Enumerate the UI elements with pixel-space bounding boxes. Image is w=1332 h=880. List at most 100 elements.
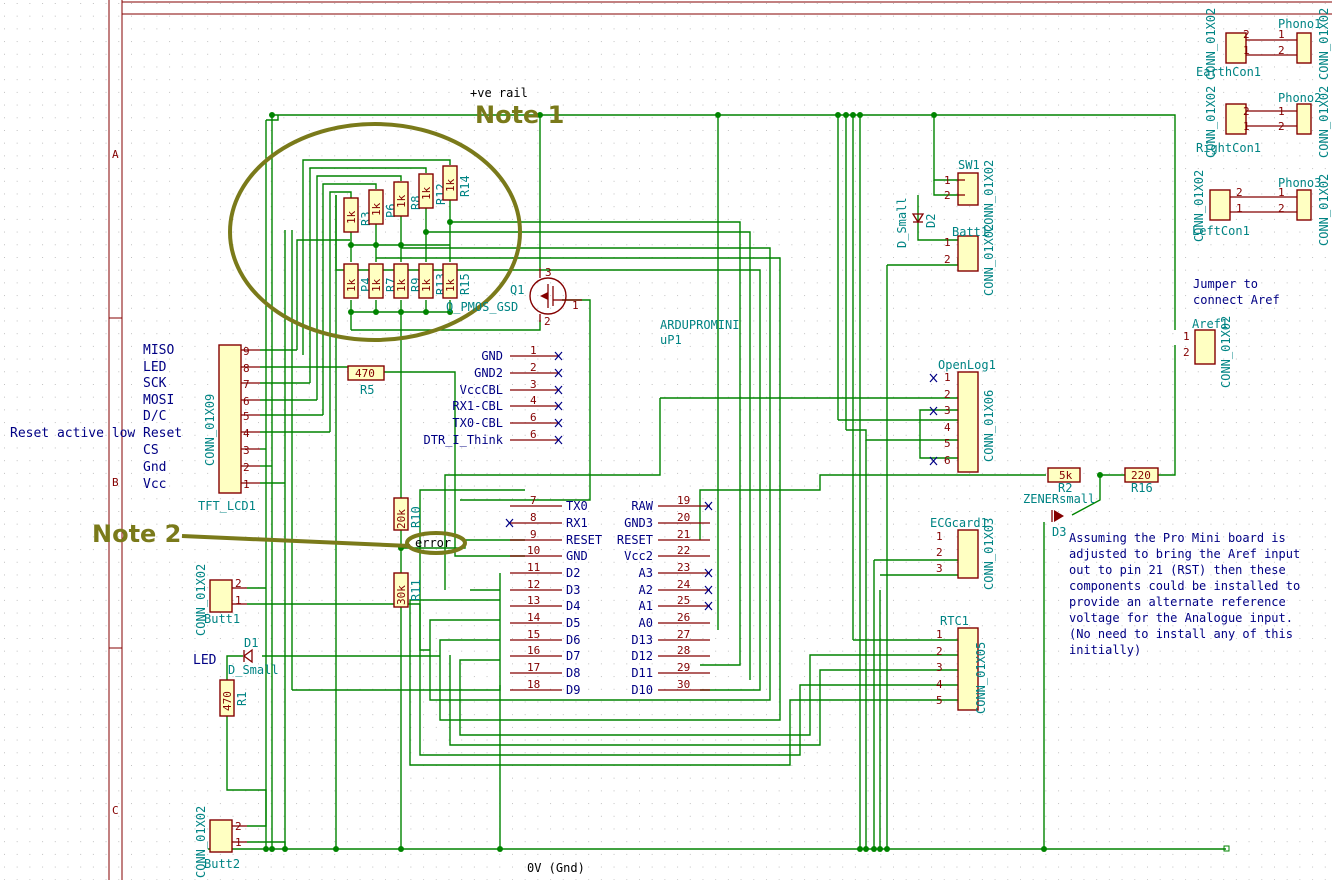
mcu-name: ARDUPROMINI (660, 318, 739, 332)
mcu-top-pins: GND GND2 VccCBL RX1-CBL TX0-CBL DTR_I_Th… (424, 344, 563, 447)
resistor-r5[interactable]: 470 R5 (347, 365, 385, 397)
butt2-ref: Butt2 (204, 857, 240, 871)
mcu-pin-name: VccCBL (460, 383, 503, 397)
resistor-r16[interactable]: 220 R16 (1124, 467, 1159, 495)
sheet-frame: A B C (108, 0, 1332, 880)
phono-right-ref: Phono1 (1278, 17, 1321, 31)
tft-type: CONN_01X09 (203, 394, 217, 466)
phono-group-1[interactable]: 2 1 1 2 EarthCon1 Phono1 CONN_01X02 CONN… (1196, 8, 1331, 80)
resistor-ref: R15 (458, 273, 472, 295)
ecg-pin: 1 (936, 530, 943, 543)
resistor-p6[interactable]: 1k P6 (368, 189, 398, 225)
phono-group-3[interactable]: 2 1 1 2 LeftCon1 Phono3 CONN_01X02 CONN_… (1192, 170, 1331, 246)
tft-signal: SCK (143, 376, 167, 391)
phono-left-type: CONN_01X02 (1204, 86, 1218, 158)
butt1-ref: Butt1 (204, 612, 240, 626)
resistor-r2[interactable]: 5k R2 (1047, 467, 1081, 495)
sw1-pin: 1 (944, 174, 951, 187)
mcu-ref: uP1 (660, 333, 682, 347)
q1-pin: 2 (544, 315, 551, 328)
rtc-pin: 5 (936, 694, 943, 707)
openlog-connector[interactable]: 1 2 3 4 5 6 OpenLog1 CONN_01X06 (929, 358, 996, 473)
resistor-r15[interactable]: 1k R15 (442, 263, 472, 299)
butt1-pin: 1 (235, 594, 242, 607)
power-rails: +ve rail 0V (Gnd) (208, 86, 1230, 875)
rtc-pin: 4 (936, 678, 943, 691)
aref-jumper[interactable]: 1 2 Aref1 CONN_01X02 Jumper to connect A… (1183, 277, 1280, 388)
tft-lcd-connector[interactable]: 9 8 7 6 5 4 3 2 1 CONN_01X09 TFT_LCD1 MI… (10, 343, 260, 513)
resistor-r10[interactable]: 20k R10 (393, 497, 423, 531)
d1-led-label: LED (193, 653, 217, 668)
pos-rail-label: +ve rail (470, 86, 528, 100)
openlog-pin: 2 (944, 388, 951, 401)
mcu-pin-name: D6 (566, 633, 580, 647)
note-line: provide an alternate reference (1069, 595, 1286, 609)
resistor-r14[interactable]: 1k R14 (442, 165, 472, 201)
rtc-connector[interactable]: 1 2 3 4 5 RTC1 CONN_01X05 (936, 614, 988, 714)
d3-ref: D3 (1052, 525, 1066, 539)
mcu-pin-num: 30 (677, 678, 690, 691)
resistor-value: 1k (345, 278, 358, 292)
diode-d2[interactable]: D_Small D2 (895, 197, 938, 248)
d2-ref: D2 (924, 214, 938, 228)
arduino-pro-mini[interactable]: ARDUPROMINI uP1 GND GND2 VccCBL RX1-CBL … (424, 318, 740, 697)
button-butt1[interactable]: 2 1 Butt1 CONN_01X02 (194, 564, 247, 636)
rtc-ref: RTC1 (940, 614, 969, 628)
note1-label: Note 1 (475, 101, 564, 129)
phono-group-2[interactable]: 2 1 1 2 RightCon1 Phono2 CONN_01X02 CONN… (1196, 86, 1331, 158)
aref-note-text: Assuming the Pro Mini board is adjusted … (1069, 531, 1300, 657)
ecg-connector[interactable]: 1 2 3 ECGcard1 CONN_01X03 (930, 516, 996, 590)
mcu-pin-name: Vcc2 (624, 549, 653, 563)
tft-signal: Vcc (143, 477, 166, 492)
resistor-ref: R10 (409, 506, 423, 528)
mcu-left-pins: 7 8 9 10 11 12 13 14 15 16 17 18 TX0 RX1… (505, 494, 602, 697)
mcu-pin-num: 6 (530, 411, 537, 424)
diode-d1[interactable]: D1 D_Small LED (193, 636, 279, 677)
resistor-r11[interactable]: 30k R11 (393, 572, 423, 608)
note1-annotation: Note 1 (228, 101, 564, 342)
aref-pin: 1 (1183, 330, 1190, 343)
resistor-value: 30k (395, 585, 408, 605)
phono-right-ref: Phono3 (1278, 176, 1321, 190)
batt-ref: Batt1 (952, 225, 988, 239)
battery-batt1[interactable]: 1 2 Batt1 CONN_01X02 (944, 224, 996, 296)
resistor-ref: R11 (409, 579, 423, 601)
svg-text:2: 2 (1278, 202, 1285, 215)
button-butt2[interactable]: 2 1 Butt2 CONN_01X02 (194, 806, 247, 878)
mcu-pin-num: 29 (677, 661, 690, 674)
mcu-pin-name: RESET (617, 533, 653, 547)
svg-text:2: 2 (1236, 186, 1243, 199)
resistor-value: 1k (345, 210, 358, 224)
q1-pin: 1 (572, 299, 579, 312)
resistor-value: 20k (395, 509, 408, 529)
svg-text:2: 2 (1278, 44, 1285, 57)
resistor-value: 1k (444, 178, 457, 192)
mcu-pin-name: D7 (566, 649, 580, 663)
resistor-r3[interactable]: 1k R3 (343, 197, 373, 233)
tft-pin: 4 (243, 427, 250, 440)
mcu-pin-num: 13 (527, 594, 540, 607)
resistor-r1[interactable]: 470 R1 (219, 679, 249, 717)
rtc-type: CONN_01X05 (974, 642, 988, 714)
gnd-rail-label: 0V (Gnd) (527, 861, 585, 875)
switch-sw1[interactable]: 1 2 SW1 CONN_01X02 (944, 158, 996, 232)
rtc-pin: 1 (936, 628, 943, 641)
resistor-value: 5k (1059, 469, 1073, 482)
jumper-note: Jumper to (1193, 277, 1258, 291)
mcu-pin-num: 16 (527, 644, 540, 657)
mcu-pin-num: 19 (677, 494, 690, 507)
resistor-value: 1k (395, 194, 408, 208)
junctions (263, 112, 1103, 852)
d3-type: ZENERsmall (1023, 492, 1095, 506)
frame-row-a: A (112, 148, 119, 161)
mcu-pin-name: GND2 (474, 366, 503, 380)
resistor-r7[interactable]: 1k R7 (368, 263, 398, 299)
tft-pin: 8 (243, 362, 250, 375)
openlog-pin: 4 (944, 421, 951, 434)
openlog-pin: 5 (944, 437, 951, 450)
note-line: (No need to install any of this (1069, 627, 1293, 641)
mosfet-q1[interactable]: Q1 Q_PMOS_GSD 3 2 1 (446, 266, 582, 328)
zener-d3[interactable]: ZENERsmall D3 (1023, 492, 1095, 539)
mcu-pin-num: 17 (527, 661, 540, 674)
